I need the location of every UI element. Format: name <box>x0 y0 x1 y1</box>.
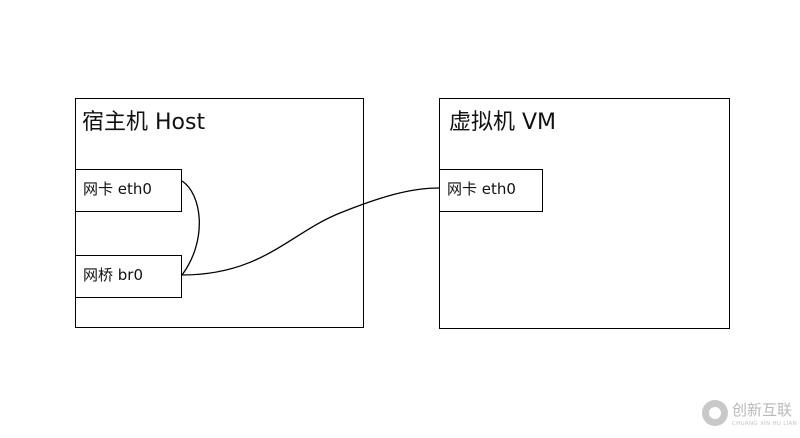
host-nic-eth0: 网卡 eth0 <box>75 169 182 212</box>
vm-box <box>439 98 730 329</box>
watermark: 创新互联 CHUANG XIN HU LIAN <box>700 396 798 434</box>
swirl-logo-icon <box>702 400 728 426</box>
watermark-subtext: CHUANG XIN HU LIAN <box>732 421 798 427</box>
host-bridge-br0: 网桥 br0 <box>75 255 182 298</box>
eth0-to-br0-link <box>181 180 200 276</box>
br0-to-vm-eth0-link <box>181 187 440 276</box>
vm-title: 虚拟机 VM <box>449 110 557 135</box>
vm-nic-eth0: 网卡 eth0 <box>439 169 543 212</box>
host-title: 宿主机 Host <box>82 110 206 135</box>
watermark-text: 创新互联 <box>732 401 793 419</box>
